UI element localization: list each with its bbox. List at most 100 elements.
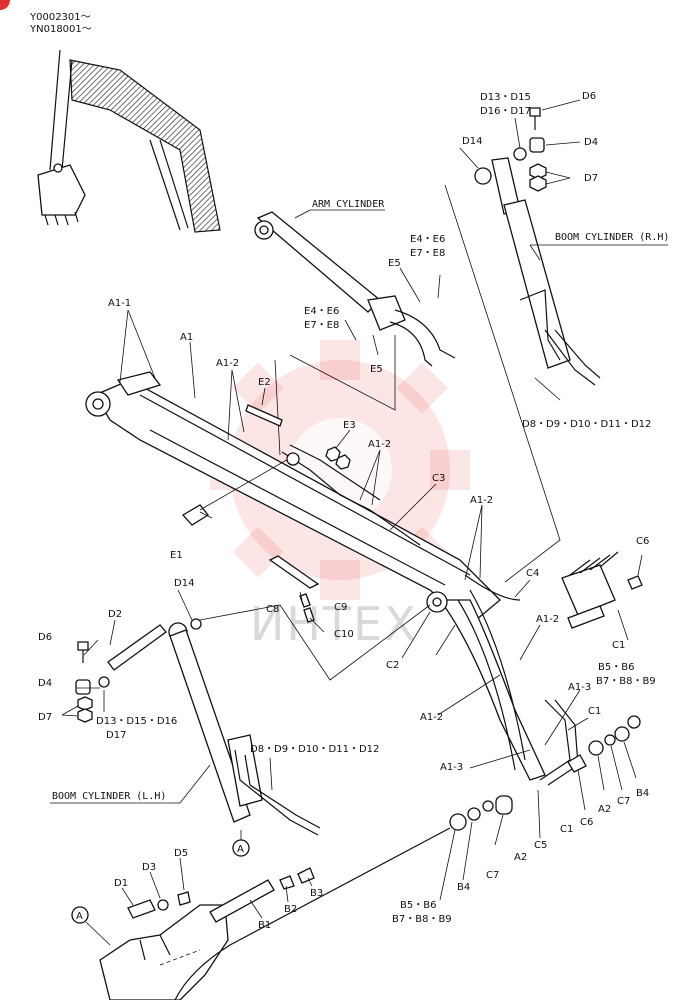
pin-hardware-left [75, 618, 202, 723]
label-b5-b6-r: B5・B6 [598, 662, 634, 673]
label-e7-e8-mid: E7・E8 [304, 320, 339, 331]
label-a1-3-left: A1-3 [440, 762, 463, 773]
excavator-thumbnail [37, 49, 221, 233]
label-c6-top: C6 [636, 536, 649, 547]
label-d7-top: D7 [584, 173, 598, 184]
washer-c7-r [604, 734, 616, 746]
label-b3: B3 [310, 888, 323, 899]
label-b1: B1 [258, 920, 271, 931]
label-d1: D1 [114, 878, 128, 889]
label-d2: D2 [108, 609, 122, 620]
part-labels: A1-1 A1 A1-2 E2 E3 A1-2 C3 A1-2 E1 C4 C6… [38, 91, 656, 931]
label-d14-top: D14 [462, 136, 482, 147]
label-c1-block: C1 [612, 640, 625, 651]
nut-e3b [335, 454, 351, 470]
label-e4-e6-mid: E4・E6 [304, 306, 339, 317]
fitting-c6-bottom [567, 754, 587, 773]
label-c1-upper: C1 [588, 706, 601, 717]
label-d4-left: D4 [38, 678, 52, 689]
label-c10: C10 [334, 629, 354, 640]
label-b7-b9-r: B7・B8・B9 [596, 676, 656, 687]
bushing-a2-l [495, 795, 513, 815]
label-d16-d17-top: D16・D17 [480, 106, 531, 117]
washer-b4-l [467, 807, 481, 821]
pin-boss [286, 452, 300, 466]
label-c8: C8 [266, 604, 279, 615]
label-c7-l: C7 [486, 870, 499, 881]
boom-cylinder-rh-title: BOOM CYLINDER (R.H) [555, 232, 669, 243]
label-b5-b6-l: B5・B6 [400, 900, 436, 911]
serial-range-2: YN018001～ [29, 24, 92, 35]
label-d6-left: D6 [38, 632, 52, 643]
label-d4-top: D4 [584, 137, 598, 148]
fitting-c6-top [627, 575, 643, 590]
label-c9: C9 [334, 602, 347, 613]
callout-a-lower [71, 906, 89, 924]
label-a1-2-mid: A1-2 [368, 439, 391, 450]
label-a1-1: A1-1 [108, 298, 131, 309]
label-e5-top: E5 [388, 258, 401, 269]
boom-cylinder-rh [474, 157, 601, 386]
nut-c10 [303, 607, 315, 623]
boom-assembly [85, 371, 546, 781]
pin-hardware-bottom [127, 867, 315, 923]
label-d8-d12-top: D8・D9・D10・D11・D12 [522, 419, 651, 430]
label-d8-d12-left: D8・D9・D10・D11・D12 [250, 744, 379, 755]
label-b4-r: B4 [636, 788, 649, 799]
serial-range-1: Y0002301～ [29, 12, 91, 23]
label-d7-left: D7 [38, 712, 52, 723]
label-d13-d16-left: D13・D15・D16 [96, 716, 177, 727]
label-c4: C4 [526, 568, 539, 579]
washer-b4-r [614, 726, 630, 742]
pin-e1 [181, 457, 291, 526]
label-b7-b9-l: B7・B8・B9 [392, 914, 452, 925]
label-a1-3-right: A1-3 [568, 682, 591, 693]
joint-block-c1 [561, 551, 619, 629]
label-b4-l: B4 [457, 882, 470, 893]
label-a2-r: A2 [598, 804, 611, 815]
label-c1-lower: C1 [560, 824, 573, 835]
label-c2: C2 [386, 660, 399, 671]
label-e2: E2 [258, 377, 271, 388]
label-a1: A1 [180, 332, 193, 343]
label-e3: E3 [343, 420, 356, 431]
label-e4-e6-top: E4・E6 [410, 234, 445, 245]
washer-b5-r [627, 715, 641, 729]
label-a2-l: A2 [514, 852, 527, 863]
boom-cylinder-lh-title: BOOM CYLINDER (L.H) [52, 791, 166, 802]
label-d14-left: D14 [174, 578, 194, 589]
arm-cylinder-title: ARM CYLINDER [312, 199, 385, 210]
frame-bracket [99, 827, 451, 1000]
label-c5: C5 [534, 840, 547, 851]
label-d17-left: D17 [106, 730, 126, 741]
washer-c7-l [482, 800, 494, 812]
label-a1-2-right: A1-2 [470, 495, 493, 506]
label-e5-mid: E5 [370, 364, 383, 375]
label-d13-d15-top: D13・D15 [480, 92, 531, 103]
label-a1-2-lower: A1-2 [536, 614, 559, 625]
washer-b5-l [449, 813, 467, 831]
bushing-a2-r [588, 740, 604, 756]
label-d3: D3 [142, 862, 156, 873]
callout-a-upper-label: A [237, 844, 244, 855]
label-d6-top: D6 [582, 91, 596, 102]
arm-cylinder [254, 211, 456, 367]
bolt-e2 [245, 404, 283, 427]
label-e1: E1 [170, 550, 183, 561]
boom-cylinder-lh [168, 622, 321, 836]
callout-a-lower-label: A [76, 911, 83, 922]
bolt-c9 [299, 593, 311, 608]
corner-marker [0, 0, 10, 10]
leader-lines [61, 99, 643, 919]
clamp-c8 [268, 555, 320, 589]
label-b2: B2 [284, 904, 297, 915]
label-d5: D5 [174, 848, 188, 859]
pin-hardware-top [513, 107, 547, 192]
label-a1-2-bottom: A1-2 [420, 712, 443, 723]
watermark-text: ИНТЕХ [250, 597, 418, 651]
label-c7-r: C7 [617, 796, 630, 807]
label-a1-2-left: A1-2 [216, 358, 239, 369]
label-e7-e8-top: E7・E8 [410, 248, 445, 259]
